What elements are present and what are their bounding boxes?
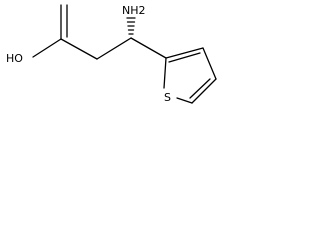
chiral-thienyl-bond [130, 37, 167, 59]
amine-label: NH2 [122, 4, 146, 17]
hydroxyl-label: HO [6, 52, 23, 65]
stereo-hash-bond [126, 17, 136, 35]
carboxyl-ch2-bond [60, 38, 98, 60]
carboxyl-oh-bond [32, 38, 62, 58]
structure-canvas: NH2 HO S [0, 0, 223, 119]
chemical-structure-diagram: NH2 HO S [6, 4, 217, 104]
ch2-chiral-bond [96, 37, 132, 60]
sulfur-label: S [164, 91, 171, 104]
thiophene-ring [163, 47, 217, 104]
